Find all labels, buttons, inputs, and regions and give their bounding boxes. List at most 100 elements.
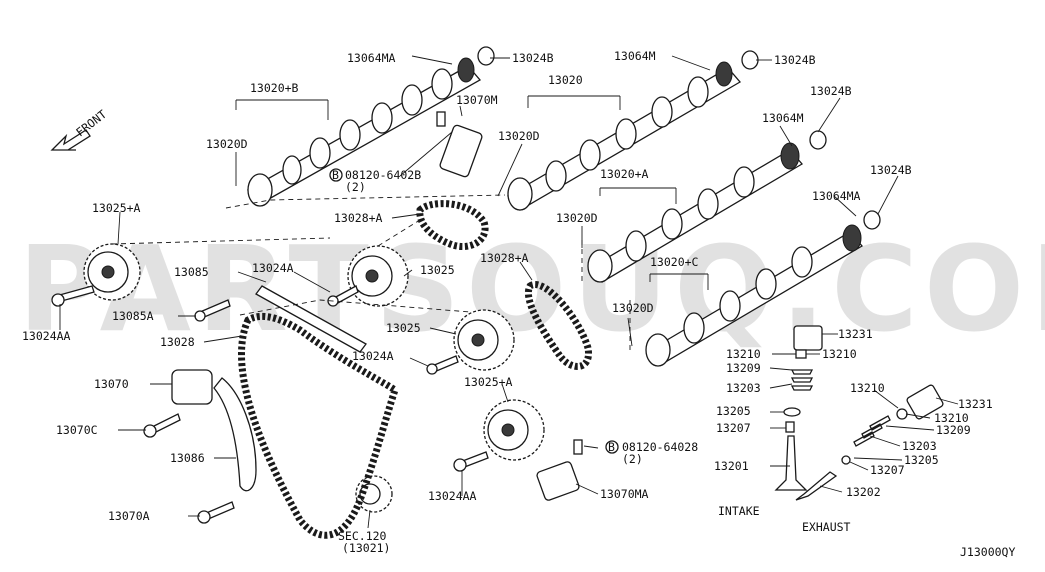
cam-sprocket-13025-upper	[347, 245, 409, 307]
label-13207: 13207	[716, 421, 751, 435]
label-13085a: 13085A	[112, 309, 154, 323]
label-13020b: 13020+B	[250, 81, 299, 95]
watermark: PARTSOUQ.COM	[18, 220, 1045, 358]
label-bolt-qty: (2)	[345, 180, 366, 194]
label-13025a: 13025+A	[92, 201, 141, 215]
label-13020d: 13020D	[556, 211, 598, 225]
front-label: FRONT	[73, 107, 109, 139]
b-circle-icon: B	[329, 168, 343, 182]
label-13070: 13070	[94, 377, 129, 391]
label-13085: 13085	[174, 265, 209, 279]
label-sec120-sub: (13021)	[342, 541, 390, 555]
label-13210: 13210	[822, 347, 857, 361]
camshaft-bolt-cap	[477, 46, 495, 66]
chain-guide-13086	[213, 377, 257, 492]
valve-train-exhaust	[795, 384, 944, 501]
label-13024b: 13024B	[512, 51, 554, 65]
label-13064m: 13064M	[614, 49, 656, 63]
cam-sprocket-13025-lower	[453, 309, 515, 371]
camshaft-13020b	[246, 57, 482, 207]
label-13210: 13210	[934, 411, 969, 425]
label-bolt-08120-6402b: 08120-6402B	[345, 168, 421, 182]
label-13020d: 13020D	[498, 129, 540, 143]
label-13210: 13210	[726, 347, 761, 361]
camshaft-13020a	[587, 142, 803, 283]
camshaft-13020c	[645, 224, 863, 367]
part-labels: 13064MA 13024B 13064M 13024B 13020 13020…	[22, 49, 1015, 559]
chain-tensioner-13070	[171, 369, 213, 405]
label-13020: 13020	[548, 73, 583, 87]
label-13231: 13231	[838, 327, 873, 341]
label-intake: INTAKE	[718, 504, 760, 518]
label-13070ma: 13070MA	[600, 487, 649, 501]
label-13024a: 13024A	[252, 261, 294, 275]
label-13024b: 13024B	[870, 163, 912, 177]
label-13209: 13209	[726, 361, 761, 375]
svg-text:B: B	[608, 440, 615, 454]
label-13070m: 13070M	[456, 93, 498, 107]
secondary-chain-13028a-lower	[525, 281, 592, 370]
label-13028a: 13028+A	[334, 211, 383, 225]
crank-sprocket-sec120	[355, 475, 393, 513]
bolt-13024aa-lower	[453, 451, 489, 472]
label-13207: 13207	[870, 463, 905, 477]
label-13205: 13205	[716, 404, 751, 418]
label-exhaust: EXHAUST	[802, 520, 851, 534]
tensioner-13070m	[439, 124, 483, 178]
label-13064ma: 13064MA	[812, 189, 861, 203]
label-13070c: 13070C	[56, 423, 98, 437]
camshaft-bolt-cap	[863, 210, 881, 230]
label-13203: 13203	[902, 439, 937, 453]
valve-train-intake	[774, 325, 823, 491]
bolt-13024a-lower	[426, 355, 459, 375]
leader-lines	[59, 55, 959, 529]
label-13028: 13028	[160, 335, 195, 349]
label-13064m: 13064M	[762, 111, 804, 125]
bolt-13070c	[143, 413, 181, 438]
chain-guide-13085	[255, 285, 367, 353]
label-13020c: 13020+C	[650, 255, 699, 269]
label-13205: 13205	[904, 453, 939, 467]
label-sec120: SEC.120	[338, 529, 387, 543]
label-bolt-08120-64028: 08120-64028	[622, 440, 698, 454]
b-circle-icon: B	[605, 440, 619, 454]
label-13020d: 13020D	[206, 137, 248, 151]
label-13231: 13231	[958, 397, 993, 411]
bolt-13070a	[197, 501, 235, 524]
cam-sprocket-13025a-upper	[83, 243, 141, 301]
label-13024a: 13024A	[352, 349, 394, 363]
label-13025a: 13025+A	[464, 375, 513, 389]
label-13025: 13025	[386, 321, 421, 335]
label-13210: 13210	[850, 381, 885, 395]
bolt-13085a	[194, 299, 231, 322]
camshaft-13020	[506, 61, 742, 211]
label-13024b: 13024B	[810, 84, 852, 98]
label-13203: 13203	[726, 381, 761, 395]
timing-chain-13028	[238, 312, 400, 539]
diagram-code: J13000QY	[960, 545, 1015, 559]
label-13070a: 13070A	[108, 509, 150, 523]
label-13028a: 13028+A	[480, 251, 529, 265]
cam-sprocket-13025a-lower	[483, 399, 545, 461]
label-13020d: 13020D	[612, 301, 654, 315]
label-13025: 13025	[420, 263, 455, 277]
bolt-08120-64028	[573, 439, 583, 455]
label-13024aa: 13024AA	[22, 329, 71, 343]
bolt-13024aa	[51, 285, 95, 307]
label-bolt-qty: (2)	[622, 452, 643, 466]
camshaft-bolt-cap	[741, 50, 759, 70]
label-13201: 13201	[714, 459, 749, 473]
label-13064ma: 13064MA	[347, 51, 396, 65]
camshaft-bolt-cap	[809, 130, 827, 150]
label-13202: 13202	[846, 485, 881, 499]
label-13209: 13209	[936, 423, 971, 437]
label-13020a: 13020+A	[600, 167, 649, 181]
label-13086: 13086	[170, 451, 205, 465]
tensioner-13070ma	[536, 461, 580, 501]
front-arrow-icon	[50, 129, 91, 151]
bolt-08120-6402b	[436, 111, 446, 127]
label-13024b: 13024B	[774, 53, 816, 67]
label-13024aa: 13024AA	[428, 489, 477, 503]
svg-text:B: B	[332, 168, 339, 182]
